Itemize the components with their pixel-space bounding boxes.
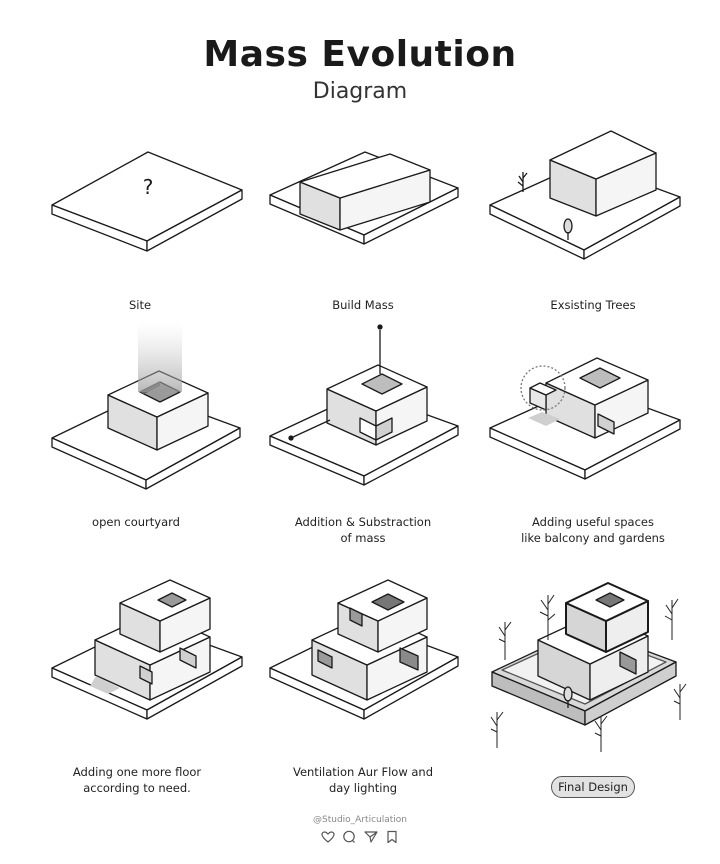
one-more-floor-panel	[51, 579, 243, 720]
diagram-subtitle: Diagram	[312, 79, 408, 104]
caption-site: Site	[128, 298, 152, 312]
author-handle: @Studio_Articulation	[313, 815, 407, 825]
final-design-panel	[490, 582, 687, 752]
build-mass-panel	[269, 151, 459, 245]
caption-ventilation: Ventilation Aur Flow and day lighting	[292, 765, 434, 795]
bookmark-icon[interactable]	[384, 829, 400, 845]
tree-icon	[594, 715, 608, 752]
tree-icon	[539, 594, 556, 640]
balcony-gardens-panel	[489, 357, 681, 480]
comment-icon[interactable]	[341, 829, 357, 845]
existing-trees-panel	[489, 130, 681, 260]
heart-icon[interactable]	[320, 829, 336, 845]
tree-icon	[664, 598, 679, 640]
caption-one-more-floor: Adding one more floor according to need.	[72, 765, 202, 795]
ventilation-panel	[269, 579, 459, 720]
caption-existing-trees: Exsisting Trees	[550, 298, 636, 312]
tree-icon	[517, 172, 528, 192]
addition-subtraction-panel	[269, 324, 459, 486]
social-actions	[320, 829, 400, 845]
caption-final-design: Final Design	[551, 776, 635, 798]
open-courtyard-panel	[51, 322, 241, 490]
tree-icon	[563, 686, 573, 708]
caption-addition-subtraction: Addition & Substraction of mass	[294, 515, 432, 545]
caption-open-courtyard: open courtyard	[92, 515, 180, 529]
share-icon[interactable]	[363, 829, 379, 845]
tree-icon	[490, 711, 504, 748]
tree-icon	[673, 683, 687, 720]
caption-build-mass: Build Mass	[332, 298, 394, 312]
tree-icon	[563, 218, 573, 240]
diagram-title: Mass Evolution	[203, 34, 517, 75]
site-panel: ?	[51, 151, 243, 252]
site-question-mark: ?	[143, 175, 154, 199]
tree-icon	[498, 621, 512, 660]
caption-balcony-gardens: Adding useful spaces like balcony and ga…	[521, 515, 665, 545]
